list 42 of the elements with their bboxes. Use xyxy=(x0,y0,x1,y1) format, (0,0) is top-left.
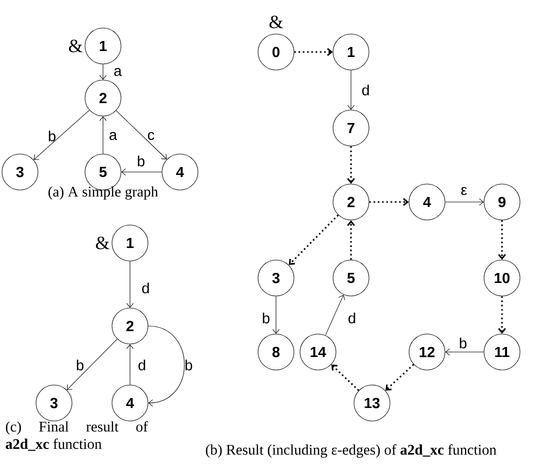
edge-label: b xyxy=(76,360,84,370)
arrow xyxy=(34,110,90,160)
arrow xyxy=(288,214,339,265)
arrow xyxy=(99,64,107,80)
arrow xyxy=(148,326,185,407)
arrow xyxy=(126,261,134,308)
arrow xyxy=(347,220,355,260)
arrow xyxy=(347,70,355,110)
edge-label: b xyxy=(262,312,270,324)
edge-label: d xyxy=(142,282,149,294)
arrow xyxy=(325,294,346,336)
edge-label: a xyxy=(114,68,122,76)
arrow xyxy=(116,110,167,160)
arrow xyxy=(498,220,506,260)
edge-label: d xyxy=(348,312,356,324)
edge-label: d xyxy=(138,360,146,370)
arrow xyxy=(445,198,484,206)
arrow xyxy=(66,338,118,390)
edge-label: b xyxy=(460,338,466,348)
arrow xyxy=(331,364,360,392)
arrow xyxy=(445,348,484,356)
arrow xyxy=(272,296,280,334)
arrow xyxy=(385,364,414,391)
edge-label: b xyxy=(48,130,56,142)
arrow xyxy=(498,296,506,334)
arrow xyxy=(347,146,355,184)
edge-label: a xyxy=(110,132,118,140)
edge-label: b xyxy=(186,360,192,370)
caption: (c) Final result of a2d_xc function xyxy=(6,421,148,451)
ampersand-mark: & xyxy=(269,16,283,28)
arrow xyxy=(126,344,134,385)
arrow xyxy=(121,168,162,176)
edge-label: d xyxy=(362,84,369,96)
edge-label: ε xyxy=(461,187,467,196)
arrow xyxy=(99,116,107,154)
ampersand-mark: & xyxy=(96,236,110,250)
edge-label: c xyxy=(148,132,154,140)
ampersand-mark: & xyxy=(68,40,82,52)
arrow xyxy=(369,198,409,206)
caption: (b) Result (including ε-edges) of a2d_xc function xyxy=(206,444,496,458)
edge-label: b xyxy=(138,156,144,166)
arrow xyxy=(294,48,333,56)
